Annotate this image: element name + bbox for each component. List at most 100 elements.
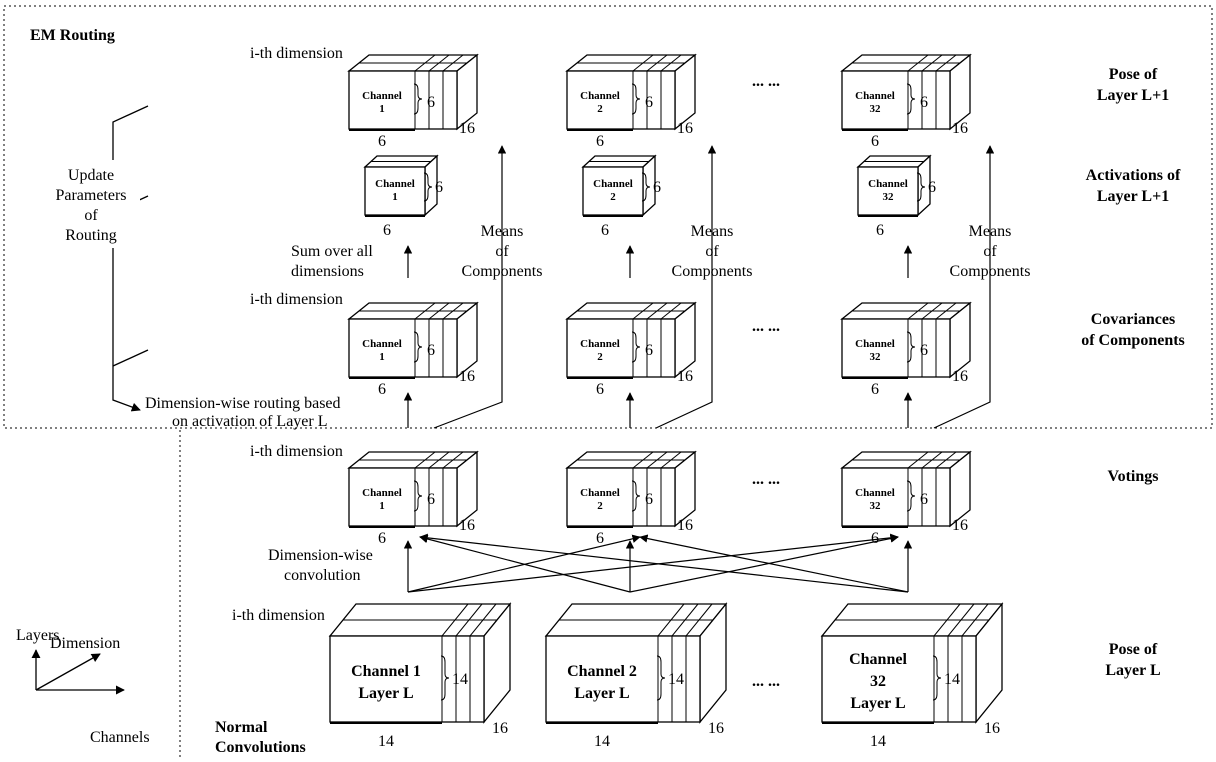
box-channel-word: Channel	[855, 487, 895, 499]
row-label-pose-l-2: Layer L	[1105, 662, 1160, 679]
dim-label-6-side: 6	[928, 179, 936, 196]
means-arrow-3	[933, 145, 995, 429]
box-channel-word: Channel	[375, 178, 415, 190]
dim-label-16: 16	[984, 720, 1000, 737]
row-label-act-next-2: Layer L+1	[1097, 188, 1169, 205]
update-label-2: Parameters	[55, 187, 126, 204]
dim-label-16: 16	[952, 120, 968, 137]
box-channel-number: 2	[597, 351, 603, 363]
dim-label-16: 16	[492, 720, 508, 737]
box-channel-number: 1	[392, 191, 398, 203]
em-routing-label: EM Routing	[30, 27, 115, 44]
row-label-act-next-1: Activations of	[1086, 167, 1181, 184]
means-label-3: Components	[950, 263, 1031, 280]
dim-label-6-side: 6	[920, 94, 928, 111]
box-channel-word: Channel	[580, 487, 620, 499]
dim-label-6-side: 6	[435, 179, 443, 196]
pose-l-box-text: Channel 2	[567, 663, 637, 680]
box-channel-word: Channel	[580, 338, 620, 350]
update-parameters-bracket: Update Parameters of Routing	[55, 105, 149, 412]
sum-over-label-1: Sum over all	[291, 243, 373, 260]
dim-label-16: 16	[459, 517, 475, 534]
conv-cross-arrow-2-1	[419, 534, 631, 593]
annotations: i-th dimension i-th dimension i-th dimen…	[145, 45, 780, 690]
dim-label-6-side: 6	[920, 342, 928, 359]
ellipsis-cov: ... ...	[752, 318, 780, 335]
pose-l-box-text: Layer L	[850, 695, 905, 712]
update-label-3: of	[84, 207, 98, 224]
ellipsis-pose-next: ... ...	[752, 73, 780, 90]
ith-dim-label-pose-l: i-th dimension	[232, 607, 325, 624]
row-label-pose-l-1: Pose of	[1109, 641, 1158, 658]
box-channel-number: 2	[610, 191, 616, 203]
row-label-pose-next-1: Pose of	[1109, 66, 1158, 83]
dim-label-14-side: 14	[944, 671, 960, 688]
update-label-4: Routing	[65, 227, 117, 244]
dim-label-16: 16	[708, 720, 724, 737]
dim-label-6-side: 6	[920, 491, 928, 508]
row-labels: Pose of Layer L+1 Activations of Layer L…	[1081, 66, 1185, 679]
dim-label-6-bottom: 6	[596, 530, 604, 547]
box-channel-number: 1	[379, 103, 385, 115]
means-arrow-1	[433, 145, 507, 429]
dim-label-16: 16	[459, 368, 475, 385]
means-label-1: Means	[481, 223, 524, 240]
ellipsis-votings: ... ...	[752, 471, 780, 488]
dim-label-16: 16	[459, 120, 475, 137]
dim-label-6-bottom: 6	[378, 530, 386, 547]
means-label-3: Components	[462, 263, 543, 280]
dim-label-14-side: 14	[452, 671, 468, 688]
box-channel-word: Channel	[855, 338, 895, 350]
conv-cross-arrow-2-3	[629, 534, 899, 593]
dim-label-6-side: 6	[427, 491, 435, 508]
box-channel-word: Channel	[362, 487, 402, 499]
ith-dim-label-pose-next: i-th dimension	[250, 45, 343, 62]
dim-label-6-side: 6	[427, 94, 435, 111]
box-channel-number: 32	[870, 351, 882, 363]
means-label-3: Components	[672, 263, 753, 280]
box-channel-number: 1	[379, 500, 385, 512]
box-channel-word: Channel	[593, 178, 633, 190]
pose-l-box-text: 32	[870, 673, 886, 690]
dim-label-6-bottom: 6	[596, 381, 604, 398]
pose-l-box-text: Layer L	[358, 685, 413, 702]
conv-cross-arrow-3-1	[419, 533, 909, 593]
box-channel-number: 2	[597, 103, 603, 115]
pose-l-box-text: Channel 1	[351, 663, 421, 680]
dim-routing-label-1: Dimension-wise routing based	[145, 395, 341, 412]
dim-label-6-bottom: 6	[871, 381, 879, 398]
row-label-cov-2: of Components	[1081, 332, 1185, 349]
ith-dim-label-votings: i-th dimension	[250, 443, 343, 460]
conv-cross-arrow-1-3	[407, 533, 899, 593]
axis-channels: Channels	[90, 729, 150, 746]
box-channel-number: 1	[379, 351, 385, 363]
dim-label-14-bottom: 14	[378, 733, 394, 750]
dim-label-6-side: 6	[645, 342, 653, 359]
dim-label-6-bottom: 6	[378, 381, 386, 398]
dim-label-6-side: 6	[653, 179, 661, 196]
row-label-cov-1: Covariances	[1091, 311, 1175, 328]
box-channel-number: 32	[870, 103, 882, 115]
box-channel-word: Channel	[580, 90, 620, 102]
dim-label-14-bottom: 14	[594, 733, 610, 750]
means-label-1: Means	[691, 223, 734, 240]
update-label-1: Update	[68, 167, 114, 184]
ith-dim-label-cov: i-th dimension	[250, 291, 343, 308]
normal-convolutions-label-2: Convolutions	[215, 739, 306, 756]
dim-label-6-bottom: 6	[601, 222, 609, 239]
means-label-2: of	[705, 243, 719, 260]
pose-l-box-1: Channel 1 Layer L 14 14 16	[328, 602, 512, 750]
axis-layers: Layers	[16, 627, 60, 644]
